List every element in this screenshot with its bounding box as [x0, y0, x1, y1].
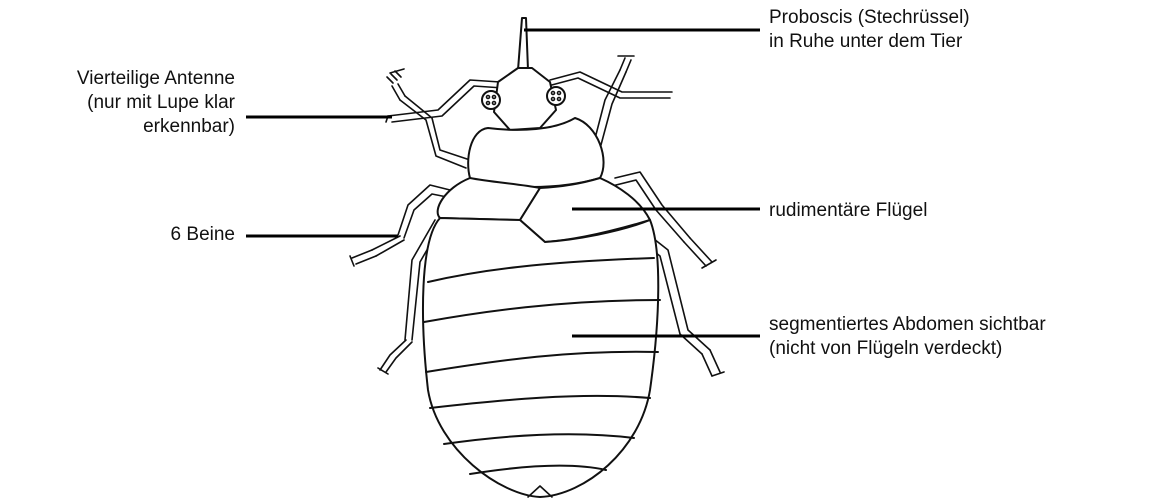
label-legs: 6 Beine [171, 223, 235, 247]
label-antenna-line-1: Vierteilige Antenne [77, 67, 235, 91]
eye-left [482, 91, 500, 109]
label-abdomen-line-2: (nicht von Flügeln verdeckt) [769, 337, 1046, 361]
label-legs-line-1: 6 Beine [171, 223, 235, 247]
label-proboscis-line-1: Proboscis (Stechrüssel) [769, 6, 970, 30]
label-abdomen: segmentiertes Abdomen sichtbar (nicht vo… [769, 313, 1046, 361]
label-antenna-line-3: erkennbar) [77, 115, 235, 139]
label-proboscis: Proboscis (Stechrüssel) in Ruhe unter de… [769, 6, 970, 54]
abdomen [423, 218, 660, 497]
leg-left-front [405, 96, 470, 160]
label-abdomen-line-1: segmentiertes Abdomen sichtbar [769, 313, 1046, 337]
label-antenna: Vierteilige Antenne (nur mit Lupe klar e… [77, 67, 235, 139]
label-proboscis-line-2: in Ruhe unter dem Tier [769, 30, 970, 54]
pronotum [468, 118, 603, 187]
eye-right [547, 87, 565, 105]
claw-left-front [387, 69, 404, 83]
label-antenna-line-2: (nur mit Lupe klar [77, 91, 235, 115]
label-wings-line-1: rudimentäre Flügel [769, 199, 927, 223]
head [482, 68, 565, 130]
proboscis [518, 18, 528, 70]
label-wings: rudimentäre Flügel [769, 199, 927, 223]
